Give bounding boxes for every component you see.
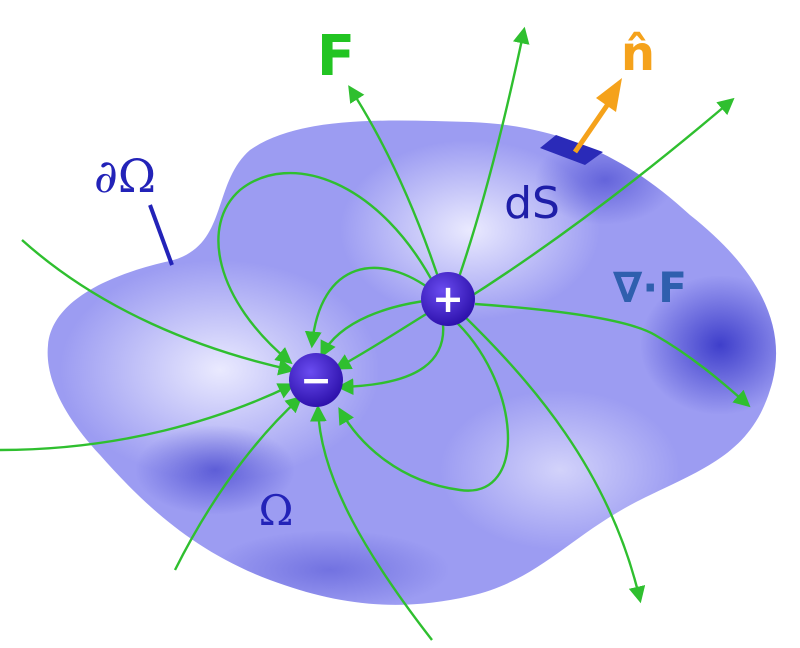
normal-label: n̂ [621,26,655,82]
field-line [450,26,530,298]
field-line [309,404,433,641]
field-line [217,171,438,365]
normal-vector-arrow [572,78,622,154]
negative-charge: − [289,353,343,407]
positive-charge: + [421,272,475,326]
field-line [173,395,303,571]
boundary-leader-line [148,204,174,266]
field-line [348,85,447,299]
field-line [0,383,296,452]
positive-charge-sign: + [432,277,464,321]
surface-element-patch [540,135,603,165]
divergence-label: ∇·F [613,263,687,312]
field-line [21,239,296,376]
field-line [334,306,437,370]
negative-charge-sign: − [300,358,332,402]
volume-label: Ω [259,486,294,535]
field-line [461,97,735,304]
field-line [338,317,510,492]
field-line [459,311,646,604]
surface-element-label: dS [504,178,560,229]
field-line [474,302,751,408]
field-label: F [317,24,355,89]
region-omega [47,120,777,605]
field-line [304,266,435,349]
field-line [336,315,445,396]
field-lines [0,26,751,641]
field-line [320,298,433,358]
boundary-label: ∂Ω [94,149,156,203]
